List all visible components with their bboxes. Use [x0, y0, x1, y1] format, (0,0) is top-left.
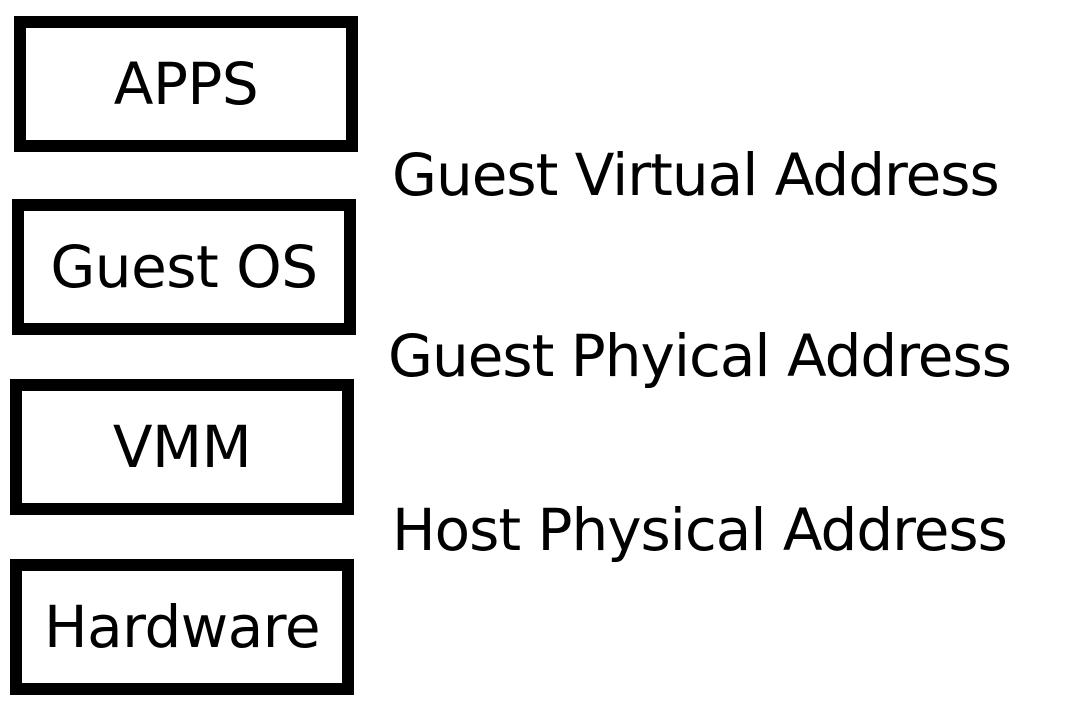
- layer-box-vmm: VMM: [10, 379, 354, 515]
- layer-box-hardware: Hardware: [10, 559, 354, 695]
- address-label-guest-physical: Guest Phyical Address: [388, 322, 1012, 390]
- layer-label-apps: APPS: [113, 50, 259, 118]
- layer-label-guest-os: Guest OS: [50, 233, 318, 301]
- layer-box-apps: APPS: [14, 16, 358, 152]
- layer-box-guest-os: Guest OS: [12, 199, 356, 335]
- address-label-host-physical: Host Physical Address: [392, 496, 1008, 564]
- layer-label-vmm: VMM: [112, 413, 252, 481]
- address-label-guest-virtual: Guest Virtual Address: [392, 141, 1000, 209]
- layer-label-hardware: Hardware: [43, 593, 321, 661]
